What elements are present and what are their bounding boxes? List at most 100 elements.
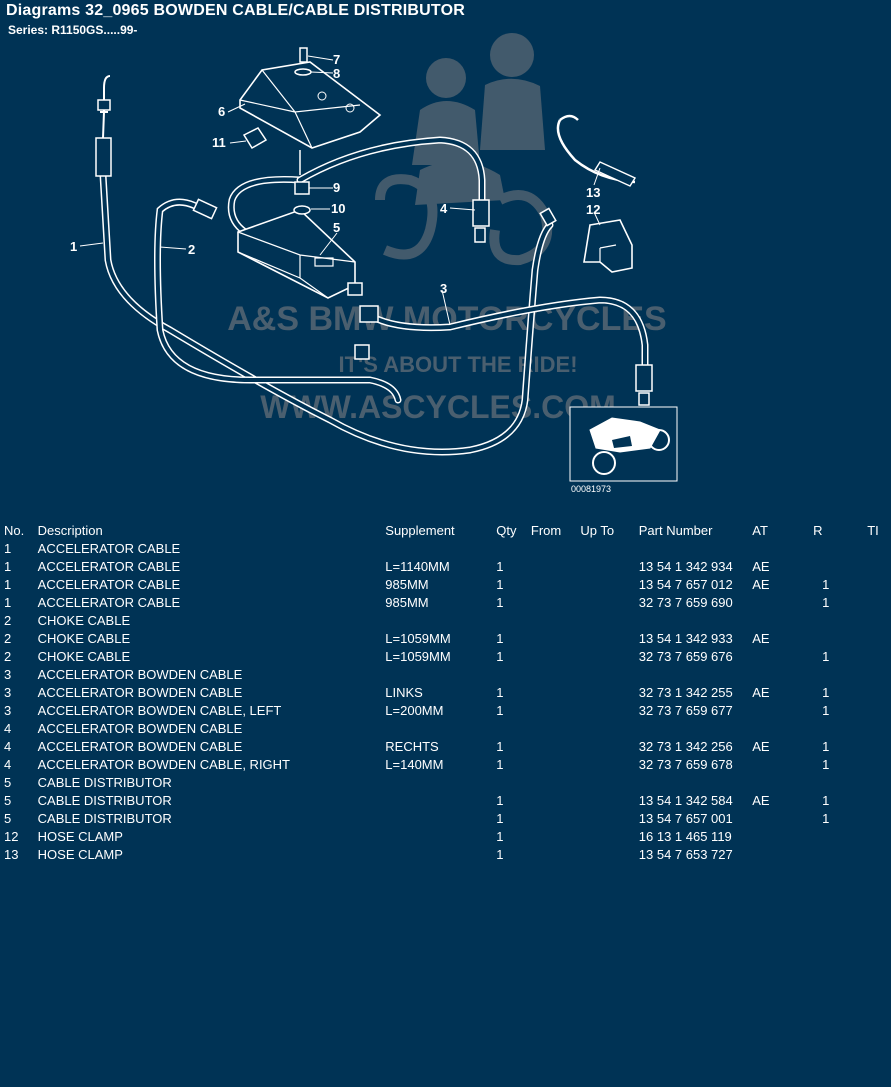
row-qty: 1 [496, 703, 504, 718]
row-no: 12 [4, 829, 19, 844]
row-ti [867, 540, 891, 558]
row-from [531, 738, 581, 756]
row-part-number [639, 774, 753, 792]
callout-9: 9 [333, 180, 340, 195]
accelerator-bowden-cable-4 [227, 136, 490, 243]
row-supplement: L=140MM [385, 757, 444, 772]
row-ti [867, 576, 891, 594]
row-description: ACCELERATOR BOWDEN CABLE [37, 685, 243, 700]
callout-4: 4 [440, 201, 448, 216]
row-no: 5 [4, 793, 12, 808]
row-r: 1 [822, 595, 830, 610]
image-code: 00081973 [571, 484, 611, 494]
row-description: CABLE DISTRIBUTOR [37, 811, 172, 826]
row-no: 1 [4, 595, 12, 610]
row-ti [867, 666, 891, 684]
row-from [531, 810, 581, 828]
row-part-number: 13 54 1 342 934 [638, 559, 733, 574]
row-description: ACCELERATOR BOWDEN CABLE [37, 721, 243, 736]
row-qty: 1 [496, 757, 504, 772]
row-supplement [385, 792, 496, 810]
row-r [813, 558, 867, 576]
hose-clamp-13 [556, 114, 637, 187]
row-r: 1 [822, 757, 830, 772]
parts-table: No. Description Supplement Qty From Up T… [0, 522, 891, 864]
callout-11: 11 [212, 135, 226, 150]
row-description: CHOKE CABLE [37, 631, 131, 646]
row-at [752, 774, 813, 792]
row-up-to [580, 756, 638, 774]
row-description: HOSE CLAMP [37, 847, 123, 862]
row-from [531, 720, 581, 738]
row-at [752, 756, 813, 774]
row-ti [867, 774, 891, 792]
row-part-number: 13 54 1 342 584 [638, 793, 733, 808]
callout-13: 13 [586, 185, 600, 200]
row-up-to [580, 558, 638, 576]
row-no: 1 [4, 559, 12, 574]
row-no: 4 [4, 757, 12, 772]
row-supplement: 985MM [385, 595, 429, 610]
row-r: 1 [822, 685, 830, 700]
row-ti [867, 558, 891, 576]
column-header-from: From [530, 523, 562, 538]
row-at: AE [752, 559, 770, 574]
callout-2: 2 [188, 242, 195, 257]
row-up-to [580, 684, 638, 702]
row-supplement [385, 774, 496, 792]
column-header-at: AT [752, 523, 768, 538]
row-at [752, 612, 813, 630]
callout-leaders [79, 55, 601, 326]
row-supplement: 985MM [385, 577, 429, 592]
row-supplement [385, 540, 496, 558]
row-r [813, 720, 867, 738]
row-no: 2 [4, 631, 12, 646]
row-part-number: 13 54 1 342 933 [638, 631, 733, 646]
callout-3: 3 [440, 281, 447, 296]
row-r [813, 774, 867, 792]
row-supplement [385, 828, 496, 846]
row-from [531, 756, 581, 774]
row-no: 3 [4, 703, 12, 718]
row-qty: 1 [496, 811, 504, 826]
row-no: 2 [4, 649, 12, 664]
row-from [531, 828, 581, 846]
row-ti [867, 720, 891, 738]
column-header-part-number: Part Number [638, 523, 713, 538]
column-header-r: R [813, 523, 823, 538]
row-qty: 1 [496, 829, 504, 844]
callout-1: 1 [70, 239, 77, 254]
row-at: AE [752, 793, 770, 808]
row-ti [867, 612, 891, 630]
row-from [531, 666, 581, 684]
hose-clamp-12 [583, 219, 633, 273]
column-header-supplement: Supplement [385, 523, 455, 538]
row-part-number: 13 54 7 653 727 [638, 847, 733, 862]
row-up-to [580, 828, 638, 846]
row-part-number: 13 54 7 657 001 [638, 811, 733, 826]
column-header-up-to: Up To [580, 523, 615, 538]
row-ti [867, 594, 891, 612]
row-r: 1 [822, 811, 830, 826]
table-header-row: No. Description Supplement Qty From Up T… [0, 522, 891, 540]
row-description: ACCELERATOR BOWDEN CABLE, LEFT [37, 703, 282, 718]
row-r: 1 [822, 649, 830, 664]
row-up-to [580, 630, 638, 648]
row-description: CHOKE CABLE [37, 649, 131, 664]
row-description: ACCELERATOR CABLE [37, 541, 181, 556]
row-supplement: L=1140MM [385, 559, 450, 574]
row-qty: 1 [496, 577, 504, 592]
grommet-11 [242, 127, 268, 150]
row-ti [867, 792, 891, 810]
row-part-number [639, 540, 753, 558]
row-at: AE [752, 631, 770, 646]
row-qty [496, 666, 531, 684]
watermark-line-1: A&S BMW MOTORCYCLES [227, 300, 666, 338]
nut-9 [293, 181, 311, 215]
